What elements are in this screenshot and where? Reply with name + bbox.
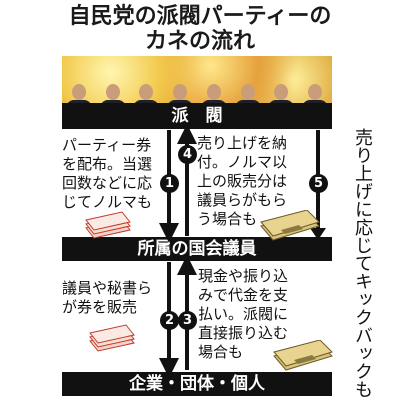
- step-5-text: 売り上げに応じてキックバックも: [352, 128, 373, 398]
- diagram-title-line2: カネの流れ: [144, 29, 255, 54]
- corporate-node: 企業・団体・個人: [62, 372, 332, 396]
- member-node: 所属の国会議員: [62, 237, 332, 261]
- faction-node: 派 閥: [62, 103, 332, 129]
- step-3-text: 現金や振り込 みで代金を支 払い。派閥に 直接振り込む 場合も: [198, 267, 289, 361]
- diagram-title-line1: 自民党の派閥パーティーの: [68, 4, 332, 29]
- ticket-stack-icon: [85, 211, 131, 239]
- cash-bundle-icon: [273, 340, 333, 371]
- step-number-4: 4: [178, 145, 197, 164]
- step-2-text: 議員や秘書ら が券を販売: [62, 279, 153, 316]
- step-4-text: 売り上げを納 付。ノルマ以 上の販売分は 議員らがもら う場合も: [197, 134, 288, 228]
- step-number-5: 5: [309, 174, 328, 193]
- step-1-text: パーティー券 を配布。当選 回数などに応 じてノルマも: [62, 136, 153, 211]
- ticket-stack-icon: [89, 324, 135, 352]
- step-number-3: 3: [178, 311, 197, 330]
- step-number-2: 2: [160, 311, 179, 330]
- step-number-1: 1: [160, 174, 179, 193]
- cash-bundle-icon: [260, 210, 320, 241]
- arrow-5-head: [310, 228, 326, 240]
